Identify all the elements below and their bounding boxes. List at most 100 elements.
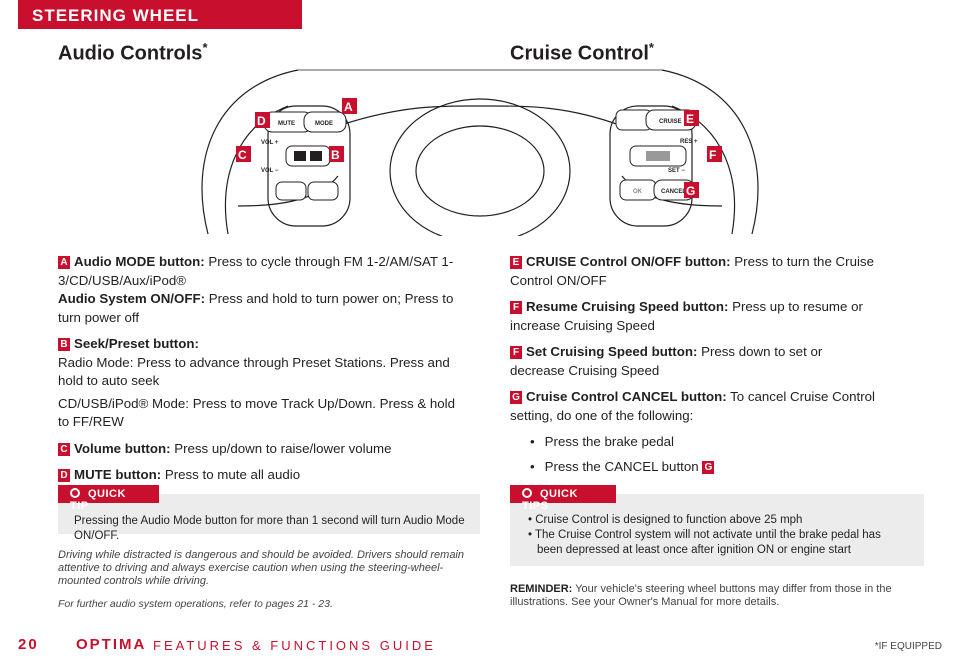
quick-tips-list: • Cruise Control is designed to function…	[528, 513, 908, 558]
audio-title-text: Audio Controls	[58, 42, 203, 65]
item-b: B Seek/Preset button: Radio Mode: Press t…	[58, 335, 458, 391]
cruise-title-asterisk: *	[648, 40, 654, 55]
cancel-steps-list: Press the brake pedal Press the CANCEL b…	[530, 433, 880, 476]
if-equipped-note: *IF EQUIPPED	[874, 641, 942, 652]
audio-title-asterisk: *	[202, 40, 208, 55]
footer-brand: OPTIMA	[76, 636, 147, 653]
cancel-step-text: Press the CANCEL button	[544, 458, 699, 474]
item-f-resume: F Resume Cruising Speed button: Press up …	[510, 298, 880, 335]
badge-b: B	[58, 338, 70, 351]
item-b-line1: Radio Mode: Press to advance through Pre…	[58, 354, 450, 389]
steering-wheel-diagram: MUTE MODE VOL + VOL − CRUISE RES + SET −…	[201, 69, 759, 236]
label-a-badge	[342, 98, 357, 114]
quick-tip-text: Pressing the Audio Mode button for more …	[74, 515, 465, 542]
badge-c: C	[58, 442, 70, 456]
right-control-panel	[609, 105, 693, 227]
label-a: A	[344, 100, 353, 114]
item-a-title2: Audio System ON/OFF:	[58, 291, 206, 306]
item-a-title: Audio MODE button:	[74, 254, 205, 269]
item-g-title: Cruise Control CANCEL button:	[526, 389, 727, 404]
label-b: B	[331, 148, 340, 162]
label-d-badge	[255, 112, 270, 128]
cruise-text: CRUISE	[659, 119, 682, 125]
reminder-note: REMINDER: Your vehicle's steering wheel …	[510, 583, 924, 609]
reminder-label: REMINDER:	[510, 583, 573, 595]
item-a-text2: Press and hold to turn power on; Press t…	[58, 291, 454, 325]
item-b-line2: CD/USB/iPod® Mode: Press to move Track U…	[58, 395, 456, 430]
item-g: G Cruise Control CANCEL button: To cancel…	[510, 388, 880, 425]
item-e: E CRUISE Control ON/OFF button: Press to …	[510, 253, 880, 290]
cruise-descriptions: E CRUISE Control ON/OFF button: Press to …	[510, 253, 880, 482]
section-header-tab: STEERING WHEEL CONTROLS	[18, 0, 302, 45]
set-text: SET −	[668, 168, 685, 174]
item-g-text: To cancel Cruise Control setting, do one…	[510, 389, 875, 423]
driving-warning: Driving while distracted is dangerous an…	[58, 549, 464, 587]
item-d-text: Press to mute all audio	[161, 467, 301, 482]
label-b-badge	[329, 146, 344, 162]
item-a-text: Press to cycle through FM 1-2/AM/SAT 1-3…	[58, 254, 454, 288]
res-set-rocker	[646, 151, 670, 161]
tip-2-text: The Cruise Control system will not activ…	[535, 529, 881, 556]
footer-guide-title: FEATURES & FUNCTIONS GUIDE	[153, 638, 436, 653]
quick-tip-box: QUICK TIP Pressing the Audio Mode button…	[58, 485, 480, 542]
ok-text: OK	[633, 189, 643, 195]
cruise-control-title: Cruise Control*	[510, 40, 654, 66]
item-f-resume-text: Press up to resume or increase Cruising …	[510, 299, 863, 333]
item-f-resume-title: Resume Cruising Speed button:	[526, 299, 729, 314]
cruise-title-text: Cruise Control	[510, 42, 649, 65]
badge-a: A	[58, 256, 70, 269]
item-f-set-title: Set Cruising Speed button:	[526, 344, 698, 359]
quick-tip-pill: QUICK TIP	[58, 485, 159, 512]
hangup-button-shape	[307, 181, 339, 201]
mode-text: MODE	[315, 121, 333, 127]
tip-circle-icon	[70, 488, 80, 498]
hub-top	[337, 105, 623, 127]
wheel-rim-left	[201, 69, 299, 235]
seek-right-arrow	[310, 151, 322, 161]
mute-text: MUTE	[278, 121, 295, 127]
item-e-text: Press to turn the Cruise Control ON/OFF	[510, 254, 874, 288]
item-f-set-text: Press down to set or decrease Cruising S…	[510, 344, 823, 378]
seek-button-shape	[285, 145, 331, 167]
item-e-title: CRUISE Control ON/OFF button:	[526, 254, 731, 269]
further-reference-note: For further audio system operations, ref…	[58, 598, 333, 610]
badge-d: D	[58, 469, 70, 482]
vol-up-text: VOL +	[261, 140, 279, 146]
item-b-title: Seek/Preset button:	[74, 336, 199, 351]
item-d: D MUTE button: Press to mute all audio	[58, 466, 458, 485]
item-c-text: Press up/down to raise/lower volume	[170, 440, 392, 456]
quick-tip-label: QUICK TIP	[70, 488, 126, 512]
item-a: A Audio MODE button: Press to cycle throu…	[58, 253, 458, 327]
hub-center-ring	[389, 98, 571, 236]
tips-circle-icon	[522, 488, 532, 498]
vol-down-text: VOL −	[261, 168, 279, 174]
phone-button-shape	[275, 181, 307, 201]
hub-logo-ring	[415, 125, 545, 217]
list-item: Press the brake pedal	[530, 433, 880, 452]
list-item: • Cruise Control is designed to function…	[528, 514, 803, 526]
audio-descriptions: A Audio MODE button: Press to cycle throu…	[58, 253, 458, 493]
item-d-title: MUTE button:	[74, 467, 162, 482]
label-f: F	[709, 148, 716, 162]
label-c: C	[238, 148, 247, 162]
label-f-badge	[707, 146, 722, 162]
label-d: D	[257, 114, 266, 128]
reminder-text: Your vehicle's steering wheel buttons ma…	[510, 583, 892, 608]
list-item: Press the CANCEL button G	[530, 458, 880, 477]
badge-g: G	[510, 391, 522, 404]
label-g: G	[686, 184, 695, 198]
badge-f-resume: F	[510, 301, 522, 314]
wheel-rim-right	[661, 69, 759, 235]
mode-button-shape	[303, 111, 347, 133]
quick-tips-box: QUICK TIPS • Cruise Control is designed …	[510, 485, 924, 566]
list-item: • The Cruise Control system will not act…	[528, 529, 881, 556]
label-e: E	[686, 112, 694, 126]
seek-left-arrow	[294, 151, 306, 161]
label-c-badge	[236, 146, 251, 162]
badge-e: E	[510, 256, 522, 269]
cancel-text: CANCEL	[661, 189, 686, 195]
quick-tips-pill: QUICK TIPS	[510, 485, 616, 512]
res-text: RES +	[680, 139, 698, 145]
